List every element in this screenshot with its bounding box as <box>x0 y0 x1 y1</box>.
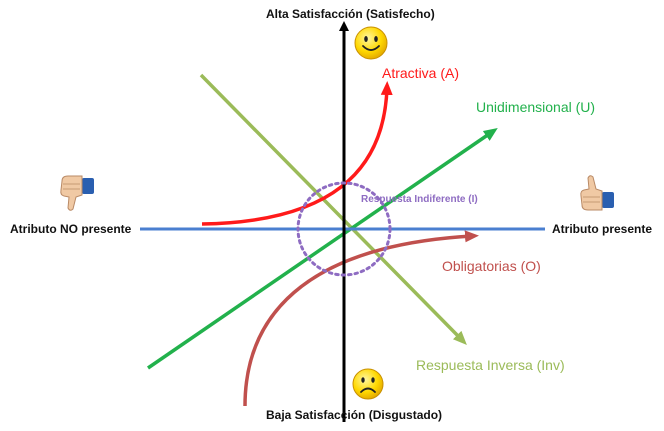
axis-top-label: Alta Satisfacción (Satisfecho) <box>266 7 435 21</box>
thumbs-down-icon <box>60 175 94 211</box>
sad-face-icon <box>352 368 384 400</box>
attractive-label: Atractiva (A) <box>382 65 460 81</box>
thumbs-up-icon <box>580 175 614 211</box>
axis-left-label: Atributo NO presente <box>10 222 132 236</box>
axis-bottom-label: Baja Satisfacción (Disgustado) <box>266 408 443 422</box>
must-be-curve <box>243 230 479 407</box>
happy-face-icon <box>354 26 388 60</box>
one-dimensional-line <box>147 128 498 370</box>
one-dimensional-label: Unidimensional (U) <box>476 99 596 115</box>
reverse-label: Respuesta Inversa (Inv) <box>416 357 565 373</box>
reverse-line <box>199 73 467 345</box>
axis-right-label: Atributo presente <box>552 222 653 236</box>
indifferent-label: Respuesta Indiferente (I) <box>361 194 478 205</box>
indifferent-circle <box>296 181 392 277</box>
must-be-label: Obligatorias (O) <box>442 258 541 274</box>
attractive-curve <box>201 81 393 226</box>
